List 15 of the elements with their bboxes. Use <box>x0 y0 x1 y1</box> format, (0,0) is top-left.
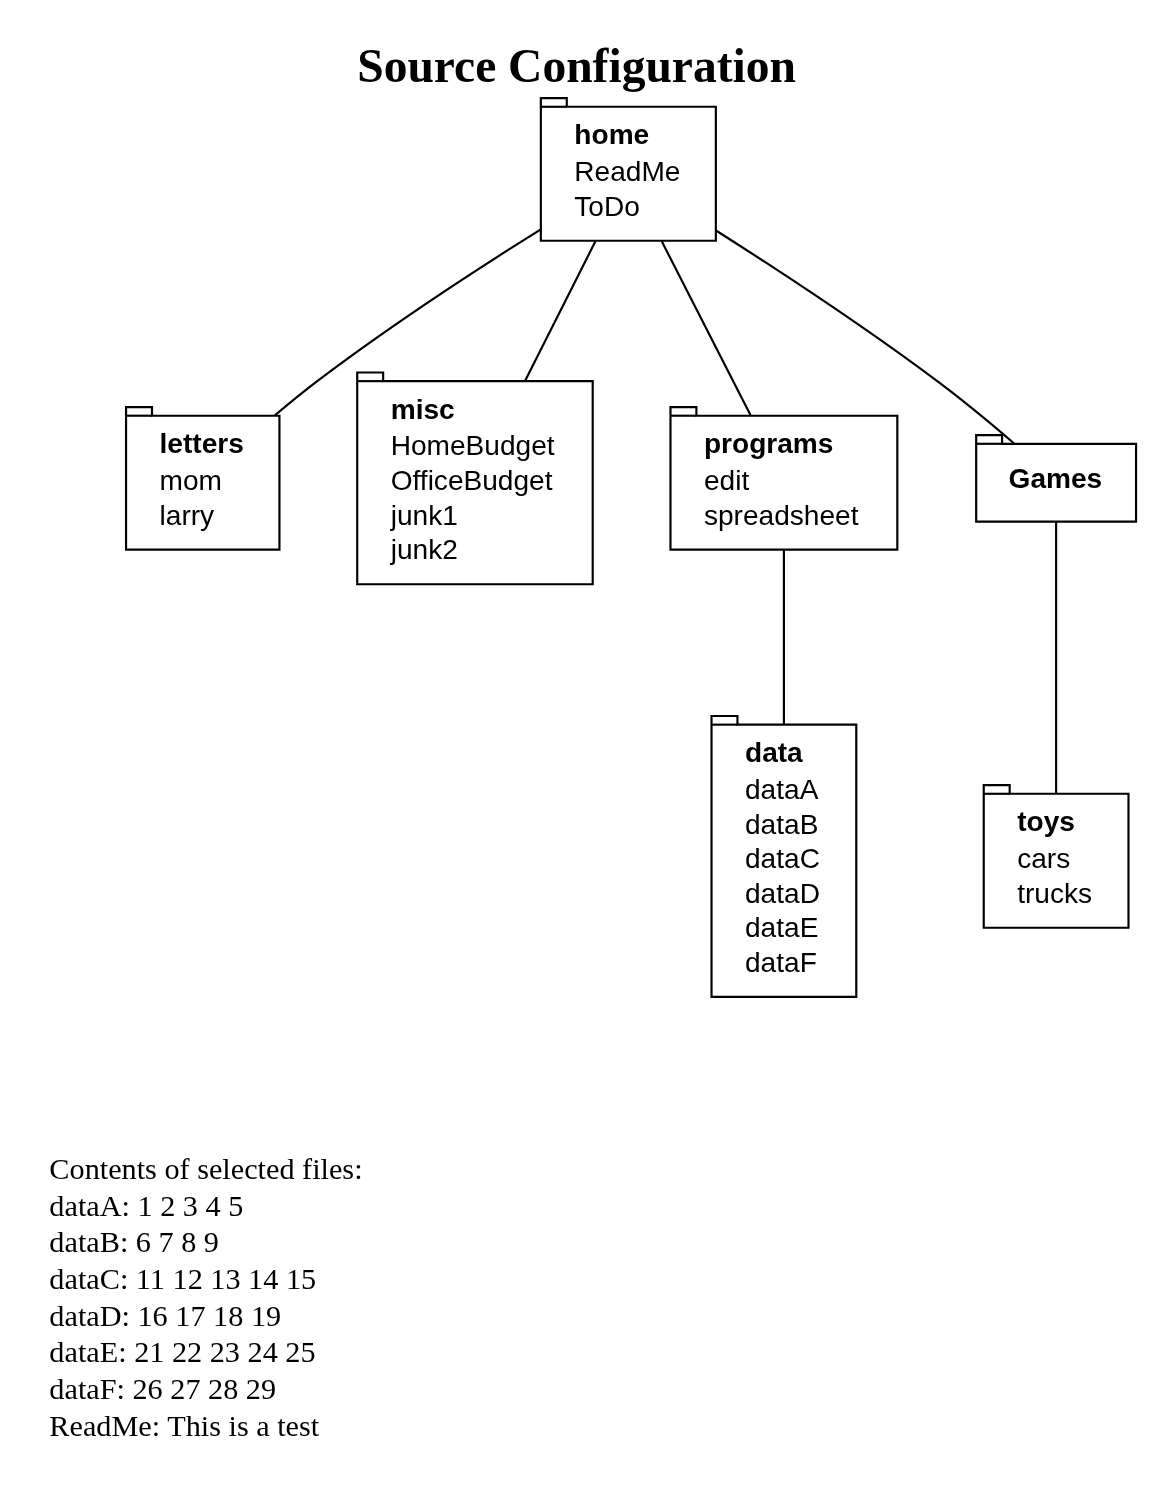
label: dataF: 26 27 28 29 <box>49 1371 277 1406</box>
diagram-title: Source Configuration <box>357 39 796 92</box>
connector <box>524 240 597 382</box>
connector <box>274 228 541 416</box>
label: dataA: 1 2 3 4 5 <box>49 1188 244 1222</box>
label: dataD: 16 17 18 19 <box>49 1298 282 1333</box>
label: dataE: 21 22 23 24 25 <box>49 1334 316 1369</box>
label: dataB: 6 7 8 9 <box>49 1224 219 1259</box>
connector <box>1055 521 1058 793</box>
connector <box>782 549 785 725</box>
label: Contents of selected files: <box>49 1151 363 1186</box>
connector <box>660 240 752 416</box>
connector <box>715 229 1015 444</box>
label: dataC: 11 12 13 14 15 <box>49 1261 317 1296</box>
label: ReadMe: This is a test <box>49 1408 320 1443</box>
